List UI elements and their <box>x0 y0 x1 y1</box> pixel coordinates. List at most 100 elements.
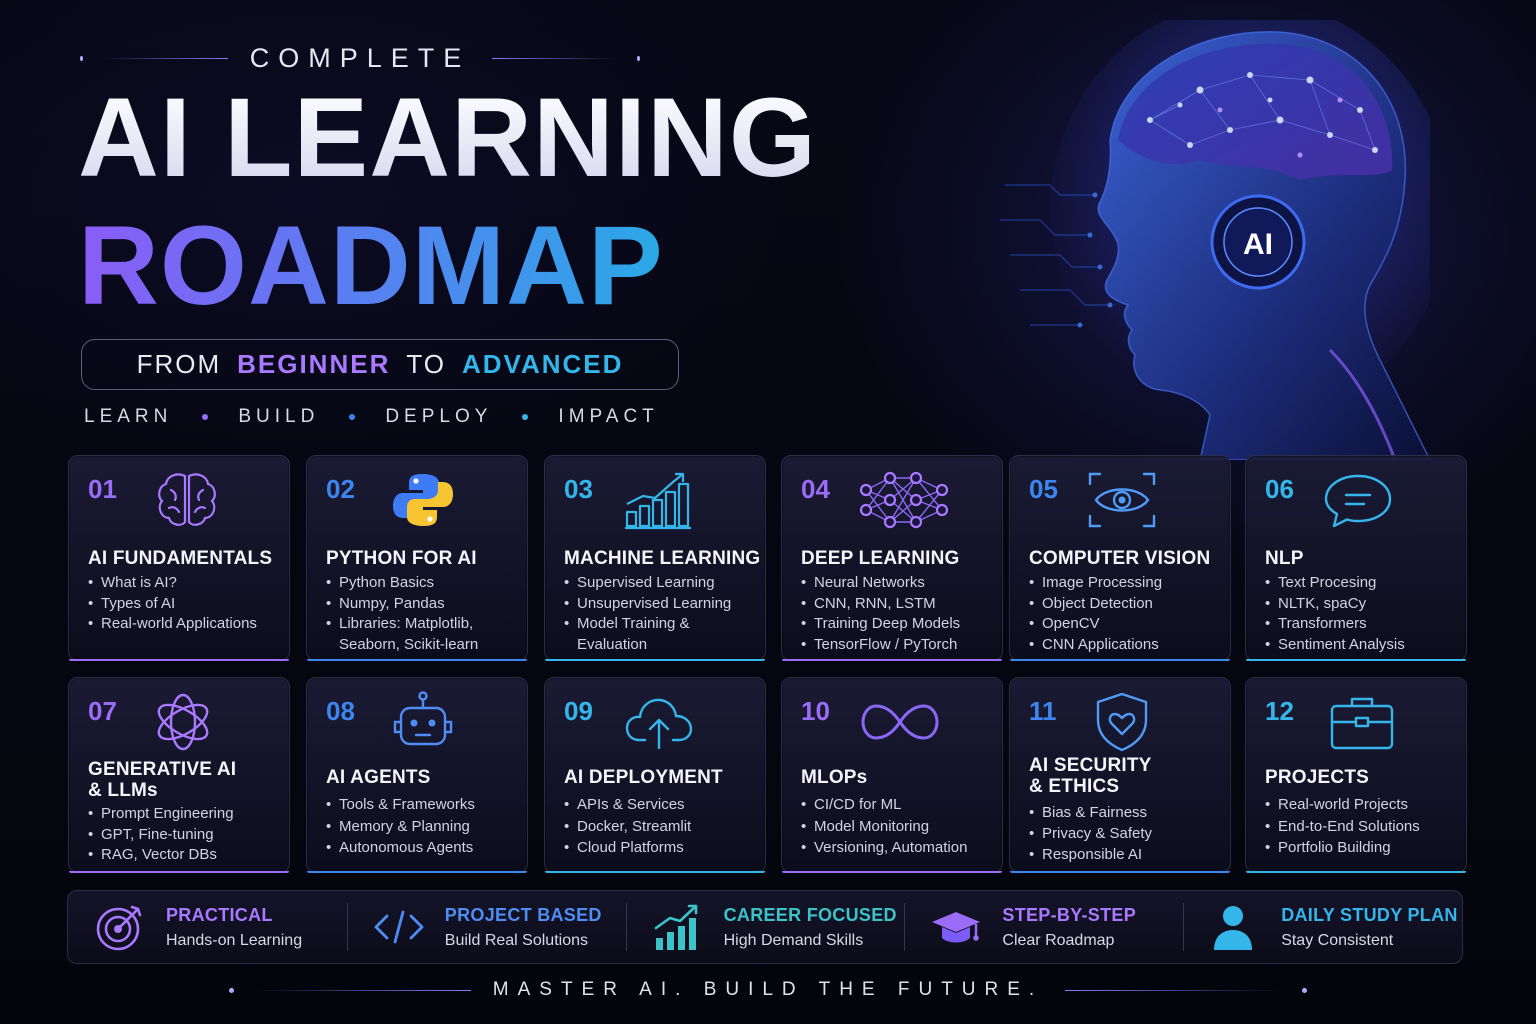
card-number: 08 <box>326 696 355 726</box>
tagline-impact: IMPACT <box>558 406 659 427</box>
feature-title: PROJECT BASED <box>444 904 602 925</box>
card-list: What is AI? Types of AI Real-world Appli… <box>88 573 281 635</box>
list-item: Numpy, Pandas <box>326 594 519 615</box>
subtitle-to: TO <box>406 349 446 379</box>
card-title: AI FUNDAMENTALS <box>88 548 273 569</box>
card-deep-learning[interactable]: 04 DEEP LEARNING Neural Networks CNN, RN… <box>781 455 1003 661</box>
title-line-2: ROADMAP <box>78 203 664 328</box>
subtitle-beginner: BEGINNER <box>237 349 391 379</box>
feature-subtitle: High Demand Skills <box>723 931 864 949</box>
card-ai-agents[interactable]: 08 AI AGENTS Tools & Frameworks Memory &… <box>306 677 528 873</box>
subtitle-advanced: ADVANCED <box>462 349 624 379</box>
list-item: Model Monitoring <box>801 816 994 838</box>
footer-line-right <box>1065 989 1281 991</box>
list-item: Memory & Planning <box>326 816 519 838</box>
cloud-upload-icon <box>625 698 693 750</box>
card-ai-deployment[interactable]: 09 AI DEPLOYMENT APIs & Services Docker,… <box>544 677 766 873</box>
card-title: MACHINE LEARNING <box>564 548 761 569</box>
tagline-learn: LEARN <box>84 406 173 427</box>
list-item: GPT, Fine-tuning <box>88 825 281 846</box>
kicker-row: COMPLETE <box>80 40 640 76</box>
card-list: Neural Networks CNN, RNN, LSTM Training … <box>801 573 994 655</box>
tagline-dot-3 <box>522 414 529 420</box>
features-bar: PRACTICAL Hands-on Learning PROJECT BASE… <box>67 890 1463 964</box>
card-mlops[interactable]: 10 MLOPs CI/CD for ML Model Monitoring V… <box>781 677 1003 873</box>
card-list: Python Basics Numpy, Pandas Libraries: M… <box>326 573 519 655</box>
footer-text: MASTER AI. BUILD THE FUTURE. <box>492 979 1044 1000</box>
kicker-text: COMPLETE <box>249 42 471 73</box>
card-list: Real-world Projects End-to-End Solutions… <box>1265 794 1458 859</box>
card-generative-ai[interactable]: 07 GENERATIVE AI & LLMs Prompt Engineeri… <box>68 677 290 873</box>
eye-scan-icon <box>1088 472 1156 528</box>
list-item: Responsible AI <box>1029 844 1222 865</box>
feature-title: PRACTICAL <box>166 904 273 925</box>
list-item: Libraries: Matplotlib, Seaborn, Scikit-l… <box>326 614 519 655</box>
card-accent <box>1010 871 1230 873</box>
list-item: Real-world Applications <box>88 614 281 635</box>
list-item: Autonomous Agents <box>326 837 519 859</box>
card-nlp[interactable]: 06 NLP Text Procesing NLTK, spaCy Transf… <box>1245 455 1467 661</box>
robot-icon <box>393 691 453 746</box>
brain-icon <box>158 473 216 526</box>
card-title: PROJECTS <box>1265 767 1370 788</box>
list-item: Portfolio Building <box>1265 837 1458 859</box>
list-item: Real-world Projects <box>1265 794 1458 816</box>
feature-subtitle: Build Real Solutions <box>444 931 588 949</box>
briefcase-icon <box>1330 697 1394 750</box>
card-list: CI/CD for ML Model Monitoring Versioning… <box>801 794 994 859</box>
card-list: Tools & Frameworks Memory & Planning Aut… <box>326 794 519 859</box>
card-python-for-ai[interactable]: 02 PYTHON FOR AI Python Basics Numpy, Pa… <box>306 455 528 661</box>
feature-subtitle: Hands-on Learning <box>166 931 303 949</box>
list-item: Neural Networks <box>801 573 994 594</box>
list-item: Python Basics <box>326 573 519 594</box>
list-item: Docker, Streamlit <box>564 816 757 838</box>
card-title: PYTHON FOR AI <box>326 548 477 569</box>
feature-daily-study-plan: DAILY STUDY PLAN Stay Consistent <box>1183 891 1462 963</box>
card-list: Prompt Engineering GPT, Fine-tuning RAG,… <box>88 804 281 866</box>
footer-line-left <box>255 989 471 991</box>
list-item: Model Training & Evaluation <box>564 614 757 655</box>
card-number: 04 <box>801 474 830 504</box>
list-item: CNN, RNN, LSTM <box>801 594 994 615</box>
card-accent <box>1246 659 1466 661</box>
feature-title: DAILY STUDY PLAN <box>1281 904 1458 925</box>
tagline-dot-1 <box>202 414 209 420</box>
shield-heart-icon <box>1096 692 1148 752</box>
list-item: Privacy & Safety <box>1029 823 1222 844</box>
list-item: Prompt Engineering <box>88 804 281 825</box>
list-item: Unsupervised Learning <box>564 594 757 615</box>
card-accent <box>307 871 527 873</box>
card-machine-learning[interactable]: 03 MACHINE LEARNING Supervised Learning … <box>544 455 766 661</box>
card-title: GENERATIVE AI & LLMs <box>88 759 237 801</box>
card-ai-security[interactable]: 11 AI SECURITY & ETHICS Bias & Fairness … <box>1009 677 1231 873</box>
card-accent <box>545 659 765 661</box>
card-ai-fundamentals[interactable]: 01 AI FUNDAMENTALS What is AI? Types of … <box>68 455 290 661</box>
list-item: CNN Applications <box>1029 635 1222 656</box>
tagline-dot-2 <box>349 414 356 420</box>
card-accent <box>69 871 289 873</box>
list-item: Versioning, Automation <box>801 837 994 859</box>
list-item: Tools & Frameworks <box>326 794 519 816</box>
graduation-cap-icon <box>932 912 981 943</box>
feature-career-focused: CAREER FOCUSED High Demand Skills <box>625 891 905 963</box>
openai-knot-icon <box>157 693 209 751</box>
footer-dot-left <box>228 987 234 993</box>
card-title: NLP <box>1265 548 1304 569</box>
code-icon <box>374 910 424 944</box>
chat-bubble-icon <box>1324 474 1392 528</box>
list-item: Bias & Fairness <box>1029 802 1222 823</box>
card-number: 02 <box>326 474 355 504</box>
card-projects[interactable]: 12 PROJECTS Real-world Projects End-to-E… <box>1245 677 1467 873</box>
growth-bars-icon <box>654 904 697 950</box>
kicker-line-right <box>492 57 616 59</box>
list-item: CI/CD for ML <box>801 794 994 816</box>
growth-chart-icon <box>625 472 691 530</box>
card-number: 06 <box>1265 474 1294 504</box>
card-title: DEEP LEARNING <box>801 548 960 569</box>
list-item: Sentiment Analysis <box>1265 635 1458 656</box>
card-list: Supervised Learning Unsupervised Learnin… <box>564 573 757 655</box>
list-item: OpenCV <box>1029 614 1222 635</box>
card-title: COMPUTER VISION <box>1029 548 1211 569</box>
card-computer-vision[interactable]: 05 COMPUTER VISION Image Processing Obje… <box>1009 455 1231 661</box>
ai-head-illustration: AI <box>1000 20 1430 460</box>
